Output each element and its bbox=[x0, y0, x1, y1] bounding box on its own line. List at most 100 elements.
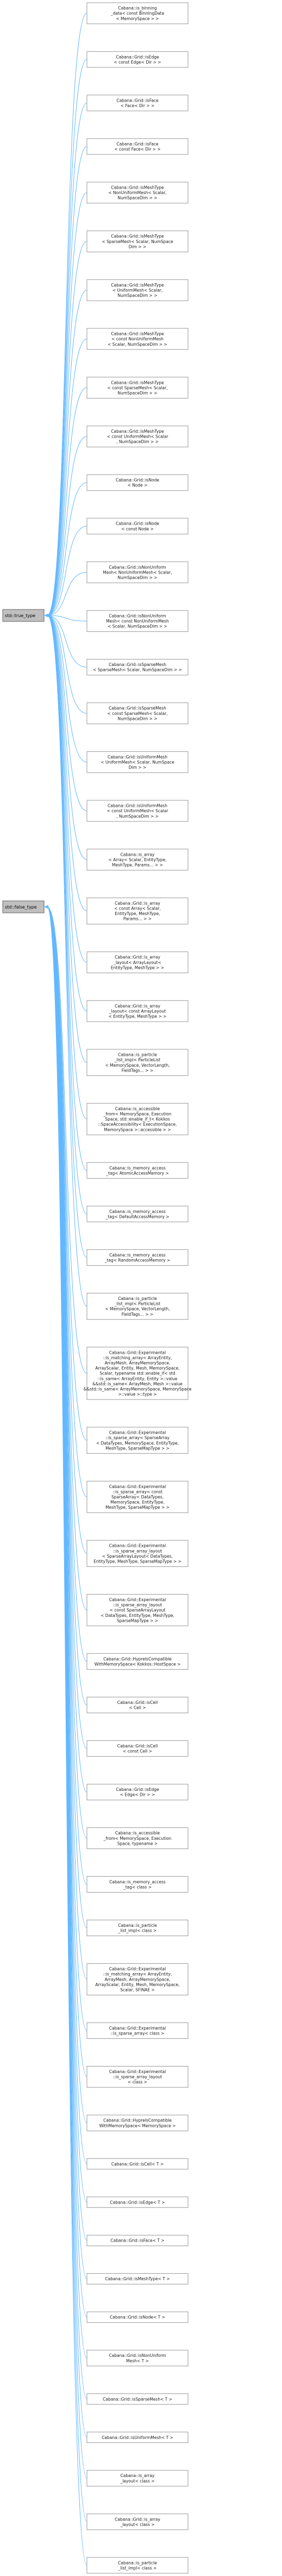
class-node[interactable]: Cabana::is_memory_access_tag< DefaultAcc… bbox=[86, 1205, 189, 1222]
class-node-label-line: Cabana::Grid::isSparseMesh bbox=[109, 662, 166, 667]
class-node-label-line: Cabana::Grid::isNode< T > bbox=[110, 2315, 165, 2320]
class-node-box bbox=[86, 2235, 189, 2247]
class-node[interactable]: Cabana::Grid::isFace< T > bbox=[86, 2235, 189, 2247]
class-node[interactable]: Cabana::Grid::isMeshType< UniformMesh< S… bbox=[86, 279, 189, 301]
class-node-box bbox=[86, 1919, 189, 1937]
class-node[interactable]: Cabana::is_accessible_from< MemorySpace,… bbox=[86, 1103, 189, 1135]
class-node-box bbox=[86, 1540, 189, 1567]
class-node[interactable]: Cabana::Grid::isCell< Cell > bbox=[86, 1696, 189, 1714]
class-node[interactable]: Cabana::is_particle_list_impl< ParticleL… bbox=[86, 1292, 189, 1320]
class-node[interactable]: Cabana::Grid::is_array_layout< class > bbox=[86, 2513, 189, 2530]
class-node-box bbox=[86, 1740, 189, 1757]
class-node[interactable]: Cabana::Grid::isMeshType< const UniformM… bbox=[86, 425, 189, 447]
class-node-label-line: Cabana::Grid::isSparseMesh< T > bbox=[103, 2397, 172, 2401]
class-node-label-line: Cabana::Grid::isCell bbox=[117, 1700, 158, 1705]
class-node[interactable]: Cabana::is_particle_list_impl< class > bbox=[86, 2557, 189, 2574]
class-node[interactable]: Cabana::Grid::Experimental::is_sparse_ar… bbox=[86, 2022, 189, 2039]
class-node-label-line: &&std::is_same< ArrayMemorySpace, Memory… bbox=[84, 1386, 192, 1391]
inheritance-edge bbox=[47, 387, 87, 616]
class-node-label-line: < SparseMesh< Scalar, NumSpace bbox=[102, 239, 173, 244]
class-node-label-line: Cabana::is_memory_access bbox=[109, 1209, 166, 1214]
class-node[interactable]: Cabana::is_binning_data< const BinningDa… bbox=[86, 2, 189, 24]
class-node[interactable]: Cabana::is_array_layout< class > bbox=[86, 2470, 189, 2487]
class-node[interactable]: Cabana::Grid::isSparseMesh< T > bbox=[86, 2393, 189, 2405]
class-node[interactable]: Cabana::Grid::Experimental::is_matching_… bbox=[86, 1963, 189, 1995]
class-node[interactable]: Cabana::is_array< Array< Scalar, EntityT… bbox=[86, 849, 189, 870]
class-node[interactable]: Cabana::Grid::is_array_layout< ArrayLayo… bbox=[86, 951, 189, 973]
class-node[interactable]: Cabana::Grid::isUniformMesh< const Unifo… bbox=[86, 800, 189, 822]
class-node[interactable]: Cabana::Grid::is_array< const Array< Sca… bbox=[86, 897, 189, 925]
class-node[interactable]: Cabana::Grid::HypreIsCompatibleWithMemor… bbox=[86, 2114, 189, 2131]
class-node[interactable]: Cabana::Grid::isEdge< Edge< Dir > > bbox=[86, 1784, 189, 1801]
class-node-label-line: ::is_sparse_array_layout bbox=[113, 1548, 162, 1553]
class-node-label-line: Cabana::Grid::isFace bbox=[116, 141, 159, 146]
class-node[interactable]: Cabana::Grid::HypreIsCompatibleWithMemor… bbox=[86, 1653, 189, 1670]
class-node[interactable]: Cabana::Grid::isEdge< T > bbox=[86, 2197, 189, 2208]
class-node[interactable]: Cabana::is_memory_access_tag< AtomicAcce… bbox=[86, 1162, 189, 1179]
class-node-label-line: Cabana::Grid::isNonUniform bbox=[109, 565, 166, 570]
class-node[interactable]: Cabana::Grid::isUniformMesh< T > bbox=[86, 2431, 189, 2443]
root-node[interactable]: std::true_type bbox=[2, 609, 45, 622]
class-node-box bbox=[86, 1594, 189, 1626]
class-node-label-line: Cabana::Grid::HypreIsCompatible bbox=[103, 1657, 172, 1662]
class-node-label-line: WithMemorySpace< Kokkos::HostSpace > bbox=[95, 1662, 181, 1666]
class-node-box bbox=[86, 1963, 189, 1995]
root-node[interactable]: std::false_type bbox=[2, 900, 45, 913]
class-node-label-line: MemorySpace >::accessible > > bbox=[104, 1127, 171, 1132]
class-node-box bbox=[86, 1696, 189, 1714]
class-node[interactable]: Cabana::Grid::isEdge< const Edge< Dir > … bbox=[86, 51, 189, 68]
class-node[interactable]: Cabana::Grid::Experimental::is_sparse_ar… bbox=[86, 1427, 189, 1454]
class-node-label-line: ::is_matching_array< ArrayEntity, bbox=[103, 1355, 172, 1360]
class-node[interactable]: Cabana::is_particle_list_impl< ParticleL… bbox=[86, 1049, 189, 1076]
class-node-box bbox=[86, 1347, 189, 1400]
class-node-label-line: < MemorySpace, VectorLength, bbox=[105, 1306, 170, 1311]
class-node-label-line: ::is_sparse_array< const bbox=[112, 1489, 162, 1494]
class-node-label-line: < UniformMesh< Scalar, NumSpace bbox=[101, 760, 174, 765]
class-node[interactable]: Cabana::Grid::isNode< T > bbox=[86, 2311, 189, 2323]
class-node[interactable]: Cabana::Grid::Experimental::is_matching_… bbox=[84, 1347, 192, 1400]
inheritance-edge bbox=[47, 290, 87, 616]
class-node[interactable]: Cabana::is_accessible_from< MemorySpace,… bbox=[86, 1827, 189, 1849]
class-node[interactable]: Cabana::Grid::isSparseMesh< SparseMesh< … bbox=[86, 659, 189, 676]
class-node[interactable]: Cabana::Grid::isFace< const Face< Dir > … bbox=[86, 138, 189, 155]
class-node[interactable]: Cabana::is_memory_access_tag< RandomAcce… bbox=[86, 1249, 189, 1266]
inheritance-edge bbox=[47, 192, 87, 616]
class-node[interactable]: Cabana::Grid::isSparseMesh< const Sparse… bbox=[86, 702, 189, 724]
class-node[interactable]: Cabana::Grid::is_array_layout< const Arr… bbox=[86, 1000, 189, 1022]
class-node-label-line: Cabana::Grid::is_array bbox=[115, 901, 160, 906]
class-node-label-line: Mesh< NonUniformMesh< Scalar, bbox=[103, 570, 172, 575]
class-node[interactable]: Cabana::Grid::isMeshType< const SparseMe… bbox=[86, 377, 189, 399]
inheritance-edge bbox=[47, 59, 87, 616]
class-node[interactable]: Cabana::Grid::Experimental::is_sparse_ar… bbox=[86, 2065, 189, 2088]
class-node[interactable]: Cabana::Grid::Experimental::is_sparse_ar… bbox=[86, 1540, 189, 1567]
class-node-box bbox=[86, 1653, 189, 1670]
class-node-label-line: Dim > > bbox=[129, 244, 147, 249]
class-node-box bbox=[86, 51, 189, 68]
class-node-label-line: _tag< DefaultAccessMemory > bbox=[105, 1214, 170, 1219]
class-node-label-line: WithMemorySpace< MemorySpace > bbox=[99, 2123, 176, 2128]
class-node[interactable]: Cabana::Grid::isMeshType< SparseMesh< Sc… bbox=[86, 231, 189, 252]
class-node[interactable]: Cabana::is_particle_list_impl< class > bbox=[86, 1919, 189, 1937]
class-node[interactable]: Cabana::is_memory_access_tag< class > bbox=[86, 1876, 189, 1893]
class-node[interactable]: Cabana::Grid::Experimental::is_sparse_ar… bbox=[86, 1594, 189, 1626]
class-node-label-line: ::is_matching_array< ArrayEntity, bbox=[103, 1972, 172, 1977]
class-node[interactable]: Cabana::Grid::isMeshType< const NonUnifo… bbox=[86, 328, 189, 350]
class-node-label-line: Cabana::Grid::isMeshType bbox=[111, 332, 164, 337]
class-node-label-line: &&std::is_same< ArrayMesh, Mesh >::value bbox=[92, 1382, 183, 1386]
class-node[interactable]: Cabana::Grid::isNode< const Node > bbox=[86, 518, 189, 534]
class-node[interactable]: Cabana::Grid::isFace< Face< Dir > > bbox=[86, 95, 189, 111]
class-node-label-line: MeshType, SparseMapType > > bbox=[105, 1505, 170, 1510]
class-node[interactable]: Cabana::Grid::isMeshType< NonUniformMesh… bbox=[86, 182, 189, 204]
class-node[interactable]: Cabana::Grid::isNode< Node > bbox=[86, 474, 189, 491]
class-node[interactable]: Cabana::Grid::isCell< T > bbox=[86, 2158, 189, 2170]
inheritance-edge bbox=[47, 436, 87, 616]
class-node[interactable]: Cabana::Grid::isMeshType< T > bbox=[86, 2273, 189, 2285]
class-node-label-line: _tag< class > bbox=[123, 1884, 152, 1889]
class-node-label-line: Cabana::is_memory_access bbox=[109, 1880, 166, 1884]
class-node[interactable]: Cabana::Grid::Experimental::is_sparse_ar… bbox=[86, 1480, 189, 1513]
class-node[interactable]: Cabana::Grid::isCell< const Cell > bbox=[86, 1740, 189, 1757]
class-node[interactable]: Cabana::Grid::isUniformMesh< UniformMesh… bbox=[86, 751, 189, 773]
